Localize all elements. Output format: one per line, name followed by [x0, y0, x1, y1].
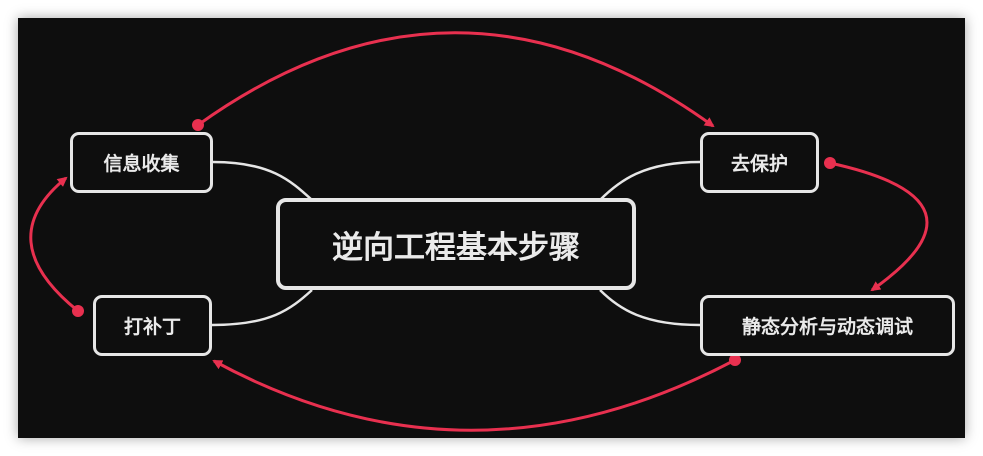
relation-dot — [192, 119, 204, 131]
central-topic[interactable]: 逆向工程基本步骤 — [276, 198, 636, 290]
branch-line-analysis — [599, 289, 701, 327]
branch-line-unprotect — [599, 160, 701, 201]
relation-dot — [729, 354, 741, 366]
topic-info-gathering[interactable]: 信息收集 — [70, 132, 213, 193]
topic-unprotect[interactable]: 去保护 — [700, 132, 819, 193]
relation-arrow-patch-to-info — [29, 176, 79, 313]
topic-patch[interactable]: 打补丁 — [93, 295, 212, 356]
central-topic-label: 逆向工程基本步骤 — [332, 229, 580, 266]
relation-dot — [824, 157, 836, 169]
relation-arrow-info-to-unprotect — [197, 31, 715, 128]
relation-arrow-unprotect-to-analysis — [829, 161, 929, 292]
topic-label: 打补丁 — [123, 316, 181, 338]
topic-label: 信息收集 — [103, 153, 180, 175]
relation-dot — [72, 305, 84, 317]
topic-label: 静态分析与动态调试 — [741, 316, 913, 338]
topic-analysis[interactable]: 静态分析与动态调试 — [700, 295, 955, 356]
branch-line-info — [212, 160, 313, 201]
branch-line-patch — [211, 289, 313, 327]
relation-arrow-analysis-to-patch — [212, 358, 736, 432]
topic-label: 去保护 — [730, 153, 788, 175]
